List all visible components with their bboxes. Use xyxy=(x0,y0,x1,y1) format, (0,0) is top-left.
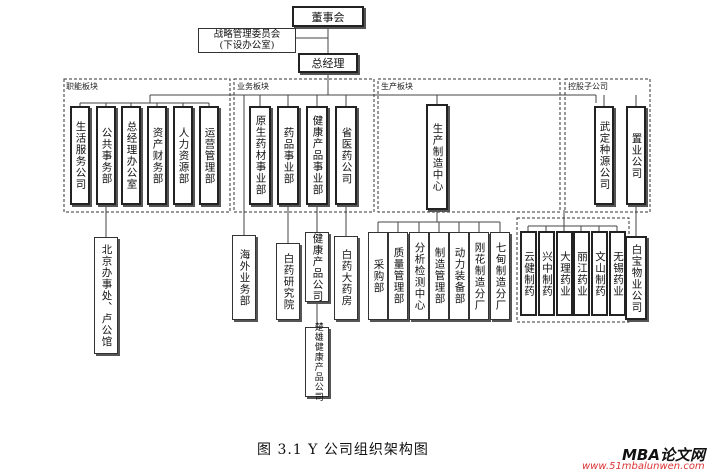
strategy-committee-box: 战略管理委员会 (下设办公室) xyxy=(198,28,296,53)
business-sub-2: 白药研究院 xyxy=(276,243,300,320)
business-sub-4: 白药大药房 xyxy=(334,236,358,320)
business-sub-1: 海外业务部 xyxy=(232,235,256,320)
yunbao-property-box: 白宝物业公司 xyxy=(625,236,647,320)
watermark-logo: MBA论文网 xyxy=(622,446,705,464)
holding-unit-1: 武定种源公司 xyxy=(594,106,614,205)
functional-unit-2: 公共事务部 xyxy=(96,106,116,205)
functional-unit-3: 总经理办公室 xyxy=(121,106,141,205)
plant-4: 丽江药业 xyxy=(573,231,590,316)
holding-section-frame xyxy=(564,78,651,213)
holding-unit-2: 置业公司 xyxy=(626,106,646,205)
business-unit-2: 药品事业部 xyxy=(277,106,299,205)
production-sub-3: 分析检测中心 xyxy=(409,232,429,320)
functional-unit-5: 人力资源部 xyxy=(173,106,193,205)
business-unit-1: 原生药材事业部 xyxy=(249,106,271,205)
production-sub-2: 质量管理部 xyxy=(388,232,408,320)
production-sub-5: 动力装备部 xyxy=(449,232,469,320)
functional-unit-4: 资产财务部 xyxy=(147,106,167,205)
plant-1: 云健制药 xyxy=(520,231,537,316)
figure-caption: 图 3.1 Y 公司组织架构图 xyxy=(257,442,429,458)
production-center-box: 生产制造中心 xyxy=(426,104,448,210)
board-box: 董事会 xyxy=(292,6,364,27)
business-section-label: 业务板块 xyxy=(237,82,269,91)
production-sub-4: 制造管理部 xyxy=(429,232,449,320)
production-sub-6: 刚花制造分厂 xyxy=(469,232,489,320)
functional-unit-1: 生活服务公司 xyxy=(70,106,90,205)
plant-3: 大理药业 xyxy=(556,231,573,316)
functional-section-frame xyxy=(63,78,231,213)
plant-2: 兴中制药 xyxy=(538,231,555,316)
functional-section-label: 职能板块 xyxy=(66,82,98,91)
business-unit-4: 省医药公司 xyxy=(335,106,357,205)
plant-5: 文山制药 xyxy=(591,231,608,316)
strategy-committee-label: 战略管理委员会 xyxy=(213,28,281,40)
business-sub-3: 健康产品公司 xyxy=(305,232,329,302)
plant-6: 无锡药业 xyxy=(609,231,626,316)
production-sub-7: 七甸制造分厂 xyxy=(490,232,510,320)
business-section-frame xyxy=(233,78,375,213)
watermark-url: www.51mbalunwen.com xyxy=(582,461,705,472)
production-section-frame xyxy=(377,78,561,213)
business-unit-3: 健康产品事业部 xyxy=(306,106,328,205)
production-section-label: 生产板块 xyxy=(381,82,413,91)
chujian-box: 楚雄健康产品公司 xyxy=(305,322,329,402)
beijing-office-box: 北京办事处、卢公馆 xyxy=(94,237,118,354)
functional-unit-6: 运营管理部 xyxy=(199,106,219,205)
plants-frame xyxy=(516,217,630,323)
strategy-committee-sub: (下设办公室) xyxy=(219,39,275,51)
gm-box: 总经理 xyxy=(298,53,358,73)
holding-section-label: 控股子公司 xyxy=(568,82,608,91)
production-sub-1: 采购部 xyxy=(368,232,388,320)
